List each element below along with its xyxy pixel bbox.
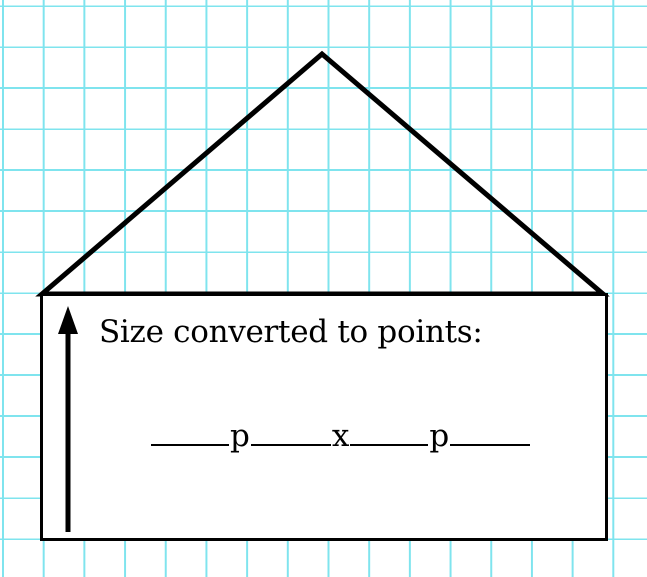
conversion-formula: p x p (151, 416, 531, 454)
unit-p-width: p (230, 418, 250, 454)
up-arrow-icon (58, 306, 78, 532)
blank-width-remainder[interactable] (250, 416, 331, 446)
blank-width-value[interactable] (151, 416, 229, 446)
blank-height-remainder[interactable] (450, 416, 531, 446)
blank-height-value[interactable] (350, 416, 429, 446)
conversion-heading: Size converted to points: (99, 314, 483, 350)
times-sign: x (331, 418, 350, 454)
house-body-box: Size converted to points: p x p (40, 293, 608, 541)
unit-p-height: p (429, 418, 450, 454)
